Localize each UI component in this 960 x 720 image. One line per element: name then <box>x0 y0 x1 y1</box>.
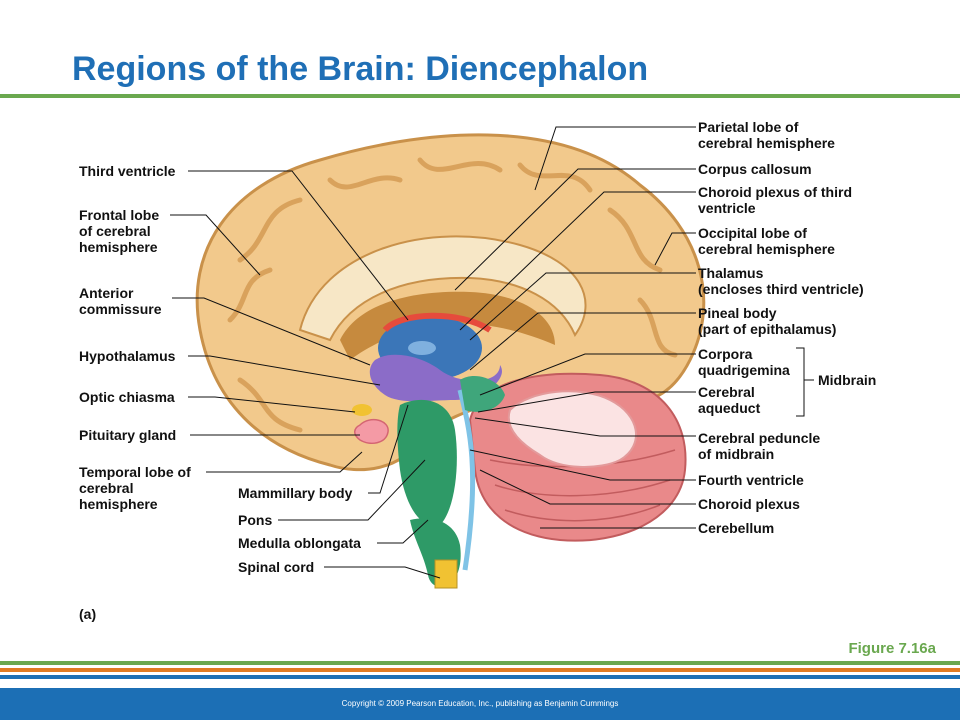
label-pons: Pons <box>238 512 273 528</box>
label-choroid-plexus: Choroid plexus <box>698 496 800 512</box>
page-title: Regions of the Brain: Diencephalon <box>72 50 649 88</box>
label-spinal-cord: Spinal cord <box>238 559 315 575</box>
title-divider <box>0 94 960 98</box>
copyright-footer: Copyright © 2009 Pearson Education, Inc.… <box>0 688 960 720</box>
pituitary-gland-shape <box>354 418 389 445</box>
pons-shape <box>397 399 457 526</box>
label-optic-chiasma: Optic chiasma <box>79 389 175 405</box>
figure-label: Figure 7.16a <box>848 640 936 657</box>
footer-stripes <box>0 661 960 682</box>
label-anterior-commissure: Anterior commissure <box>79 285 162 317</box>
label-medulla-oblongata: Medulla oblongata <box>238 535 361 551</box>
label-temporal-lobe: Temporal lobe of cerebral hemisphere <box>79 464 191 512</box>
label-mammillary-body: Mammillary body <box>238 485 353 501</box>
label-cerebral-peduncle: Cerebral peduncle of midbrain <box>698 430 821 462</box>
label-corpus-callosum: Corpus callosum <box>698 161 812 177</box>
optic-chiasma-shape <box>352 404 372 416</box>
fourth-ventricle-shape <box>457 389 476 571</box>
label-pineal-body: Pineal body (part of epithalamus) <box>698 305 837 337</box>
label-cerebellum: Cerebellum <box>698 520 775 536</box>
stripe-blue <box>0 675 960 679</box>
label-hypothalamus: Hypothalamus <box>79 348 176 364</box>
stripe-orange <box>0 668 960 672</box>
label-corpora-quadrigemina: Corpora quadrigemina <box>698 346 790 378</box>
label-pituitary-gland: Pituitary gland <box>79 427 177 443</box>
label-parietal-lobe: Parietal lobe of cerebral hemisphere <box>698 119 835 151</box>
choroid-plexus-third-shape <box>382 312 492 333</box>
label-third-ventricle: Third ventricle <box>79 163 176 179</box>
label-cerebral-aqueduct: Cerebral aqueduct <box>698 384 761 416</box>
label-fourth-ventricle: Fourth ventricle <box>698 472 804 488</box>
label-frontal-lobe: Frontal lobe of cerebral hemisphere <box>79 207 160 255</box>
label-choroid-plexus-third-ventricle: Choroid plexus of third ventricle <box>698 184 852 216</box>
panel-label: (a) <box>79 606 97 622</box>
arbor-vitae-shape <box>507 390 637 468</box>
label-thalamus: Thalamus (encloses third ventricle) <box>698 265 864 297</box>
corpus-callosum-shape <box>298 235 587 342</box>
label-midbrain: Midbrain <box>818 372 877 388</box>
stripe-green <box>0 661 960 665</box>
label-occipital-lobe: Occipital lobe of cerebral hemisphere <box>698 225 835 257</box>
spinal-cord-shape <box>434 559 458 589</box>
